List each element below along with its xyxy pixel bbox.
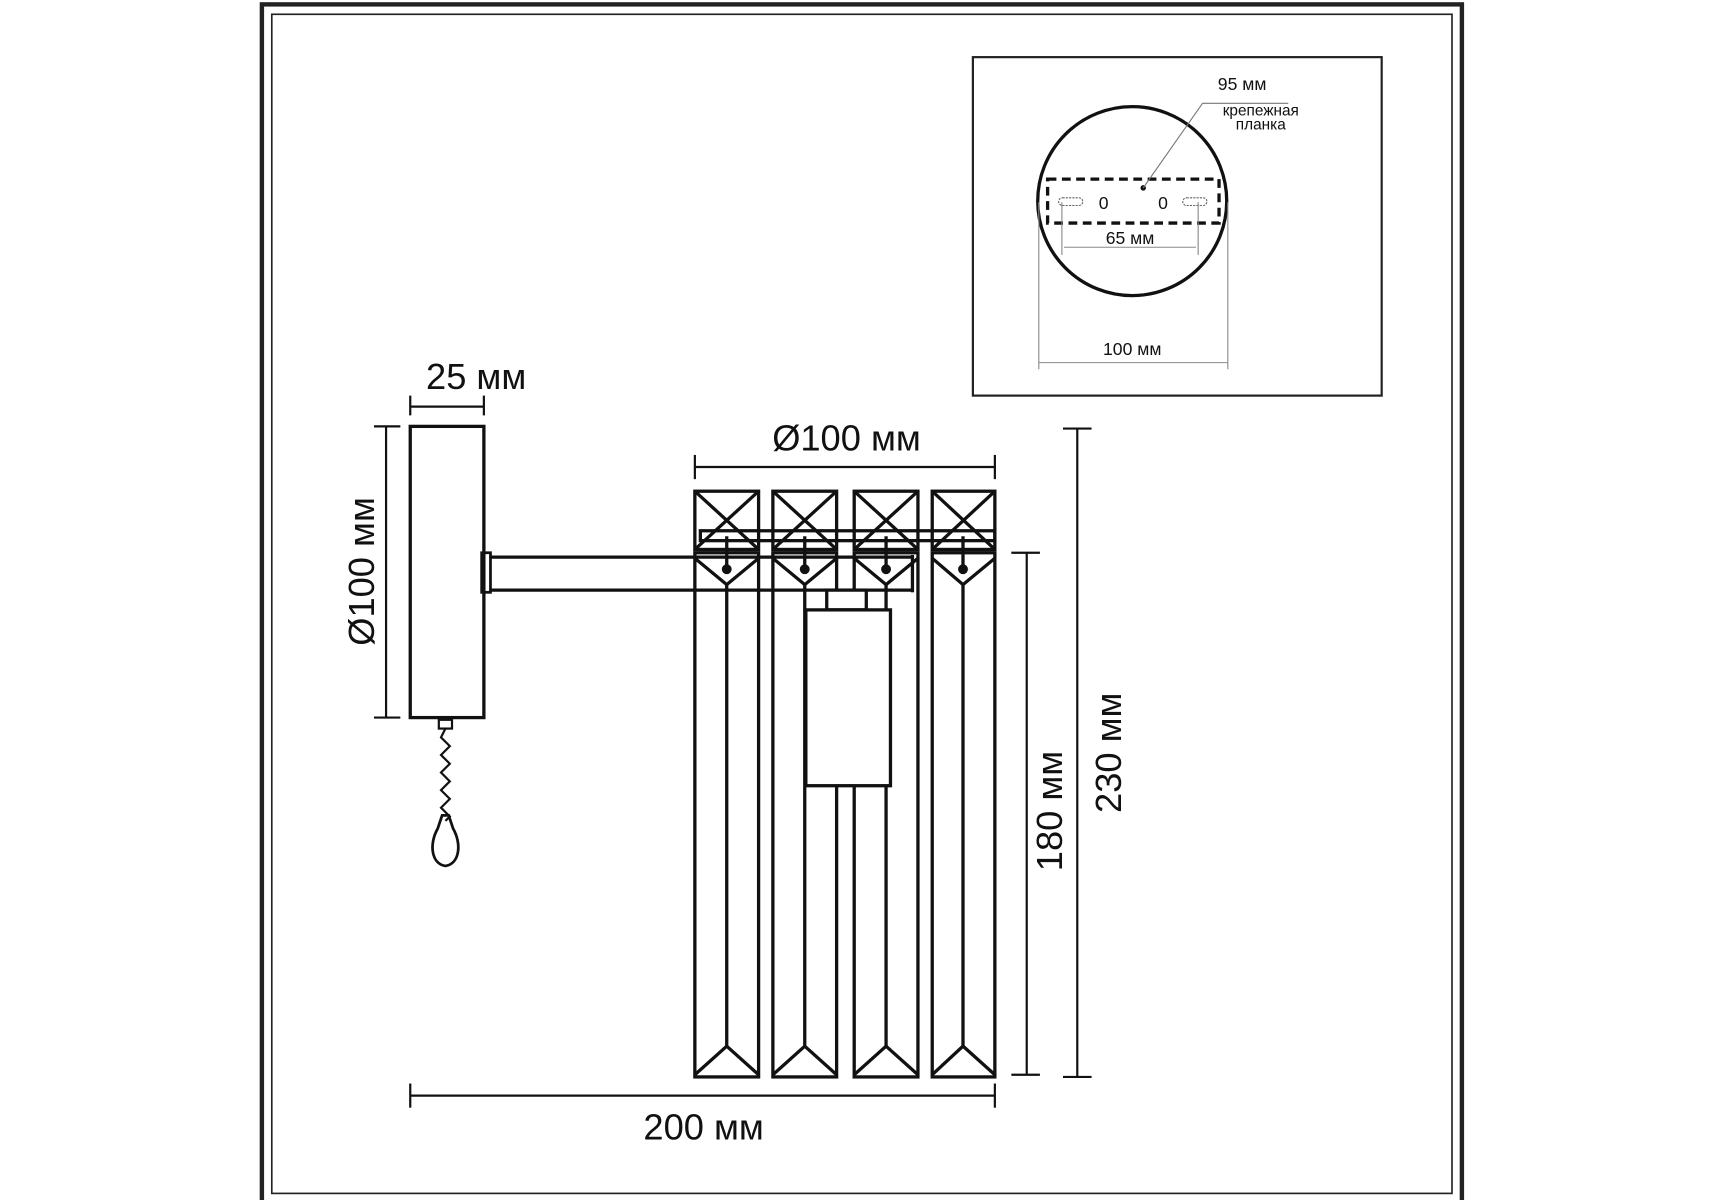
hole-spacing-label: 65 мм [1106, 228, 1155, 248]
crystal-1 [693, 489, 761, 1079]
mount-view-frame [971, 56, 1383, 397]
mounting-bracket [1045, 177, 1221, 225]
plate-width-label: 25 мм [426, 356, 526, 397]
plate-diameter-label: Ø100 мм [341, 497, 382, 646]
hole-mark-left: 0 [1099, 193, 1109, 213]
leader-line [1142, 102, 1289, 189]
right-slot [1182, 197, 1208, 207]
total-depth-label: 200 мм [643, 1107, 763, 1148]
lamp-socket-cap [825, 588, 868, 612]
base-diameter-dimension [1038, 202, 1229, 370]
base-diameter-label: 100 мм [1103, 339, 1161, 359]
crystal-4 [930, 489, 997, 1079]
mount-view: 0 0 95 мм крепежная планка 65 мм 100 мм [971, 56, 1383, 397]
outer-frame [259, 2, 1465, 1200]
arm-collar [480, 551, 492, 594]
hole-mark-right: 0 [1158, 193, 1168, 213]
plate-width-dimension [409, 395, 485, 416]
inner-frame [270, 13, 1453, 1195]
bracket-name-line2: планка [1236, 117, 1286, 134]
pull-chain-pendant [431, 814, 460, 868]
total-height-label: 230 мм [1088, 693, 1129, 813]
shade-diameter-label: Ø100 мм [772, 418, 921, 459]
crystal-height-label: 180 мм [1029, 751, 1070, 871]
shade-diameter-dimension [693, 454, 996, 480]
bracket-length-label: 95 мм [1218, 74, 1267, 94]
wall-plate [408, 424, 486, 720]
base-circle [1036, 104, 1229, 298]
side-view [373, 395, 1092, 1108]
left-slot [1058, 197, 1084, 207]
total-depth-dimension [409, 1083, 996, 1108]
plate-diameter-dimension [373, 425, 401, 719]
total-height-dimension [1062, 427, 1092, 1079]
lamp-socket [804, 608, 893, 788]
pull-chain [437, 718, 454, 822]
bracket-name-line1: крепежная [1223, 102, 1299, 119]
hole-spacing-dimension [1061, 202, 1199, 255]
crystal-height-dimension [1011, 551, 1040, 1076]
